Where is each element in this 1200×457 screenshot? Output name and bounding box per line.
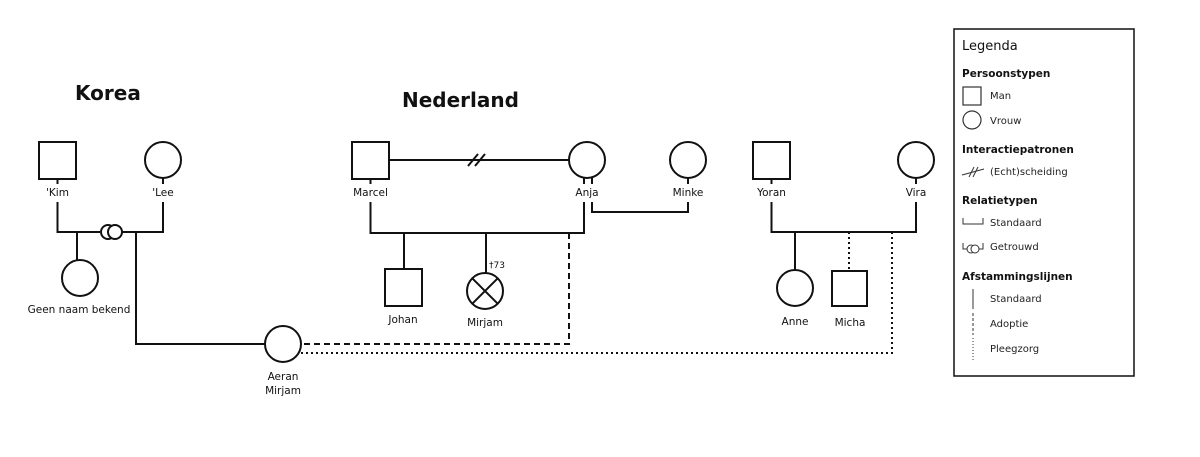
person-kim-square[interactable] [38, 141, 77, 180]
legend-heading-relatietypen: Relatietypen [962, 195, 1038, 207]
group-title-nederland: Nederland [402, 88, 519, 112]
person-anja-label: Anja [575, 187, 598, 199]
descent-line-aeran-adoptie [301, 233, 570, 345]
person-anja-circle[interactable] [568, 141, 606, 179]
legend-heading-persoonstypen: Persoonstypen [962, 68, 1050, 80]
person-geen-naam-circle[interactable] [61, 259, 99, 297]
relation-line-marcel-anja [369, 202, 585, 234]
person-mirjam-death-note: †73 [489, 261, 505, 271]
person-aeran-label-line2: Mirjam [265, 385, 301, 397]
legend-label-scheiding: (Echt)scheiding [990, 167, 1068, 178]
person-mirjam-deceased[interactable] [466, 272, 504, 310]
person-yoran-square[interactable] [752, 141, 791, 180]
person-lee-label: 'Lee [152, 187, 173, 199]
group-title-korea: Korea [75, 81, 141, 105]
relation-line-anja-minke [591, 202, 689, 213]
descent-line-aeran-korea [135, 232, 265, 345]
married-icon [100, 224, 123, 240]
legend-label-relatie-standaard: Standaard [990, 218, 1042, 229]
legend-heading-interactiepatronen: Interactiepatronen [962, 144, 1074, 156]
person-aeran-circle[interactable] [264, 325, 302, 363]
legend-label-pleegzorg: Pleegzorg [990, 344, 1039, 355]
legend-label-adoptie: Adoptie [990, 319, 1028, 330]
person-mirjam-label: Mirjam [467, 317, 503, 329]
legend-label-vrouw: Vrouw [990, 116, 1021, 127]
legend-label-afstamming-standaard: Standaard [990, 294, 1042, 305]
legend-relation-standaard-icon [962, 218, 984, 225]
person-marcel-label: Marcel [353, 187, 388, 199]
legend-label-man: Man [990, 91, 1011, 102]
person-minke-circle[interactable] [669, 141, 707, 179]
person-geen-naam-label: Geen naam bekend [28, 304, 131, 316]
person-vira-circle[interactable] [897, 141, 935, 179]
person-marcel-square[interactable] [351, 141, 390, 180]
descent-line-aeran-pleegzorg [301, 232, 893, 354]
person-micha-square[interactable] [831, 270, 868, 307]
legend-vrouw-icon [962, 110, 982, 130]
person-micha-label: Micha [835, 317, 866, 329]
legend-married-icon [962, 243, 984, 254]
person-anne-circle[interactable] [776, 269, 814, 307]
divorce-icon [467, 153, 486, 167]
legend-title: Legenda [962, 39, 1018, 54]
person-yoran-label: Yoran [756, 187, 786, 199]
legend-label-getrouwd: Getrouwd [990, 242, 1039, 253]
relation-line-yoran-vira [770, 202, 917, 233]
person-anne-label: Anne [782, 316, 809, 328]
person-johan-square[interactable] [384, 268, 423, 307]
legend-box [953, 28, 1135, 377]
person-kim-label: 'Kim [46, 187, 69, 199]
legend-heading-afstammingslijnen: Afstammingslijnen [962, 271, 1073, 283]
person-vira-label: Vira [906, 187, 927, 199]
legend-divorce-icon [961, 166, 985, 178]
person-minke-label: Minke [673, 187, 704, 199]
person-lee-circle[interactable] [144, 141, 182, 179]
legend: Legenda Persoonstypen Man Vrouw Interact… [953, 28, 1135, 377]
person-johan-label: Johan [387, 314, 417, 326]
person-aeran-label-line1: Aeran [268, 371, 299, 383]
legend-man-icon [962, 86, 982, 106]
